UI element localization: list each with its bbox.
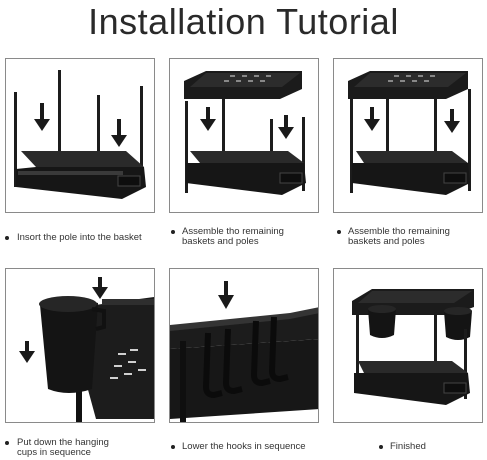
step-2-caption-line-1: Assemble tho remaining xyxy=(182,226,284,237)
down-arrow-icon xyxy=(34,103,50,131)
bullet-dot-icon xyxy=(337,230,341,234)
step-3-caption-line-1: Assemble tho remaining xyxy=(348,226,450,237)
down-arrow-icon xyxy=(218,281,234,309)
step-6-image xyxy=(333,268,483,423)
step-5-image xyxy=(169,268,319,423)
bullet-dot-icon xyxy=(171,230,175,234)
page-title: Installation Tutorial xyxy=(88,1,399,42)
down-arrow-icon xyxy=(444,109,460,133)
step-4-caption-line-1: Put down the hanging xyxy=(17,437,109,448)
down-arrow-icon xyxy=(200,107,216,131)
step-4-image xyxy=(5,268,155,423)
step-1-caption: Insort the pole into the basket xyxy=(17,232,142,243)
bullet-dot-icon xyxy=(5,441,9,445)
step-4-caption-line-2: cups in sequence xyxy=(17,447,91,458)
down-arrow-icon xyxy=(19,341,35,363)
step-3-caption-line-2: baskets and poles xyxy=(348,236,425,247)
step-2-caption-line-2: baskets and poles xyxy=(182,236,259,247)
down-arrow-icon xyxy=(111,119,127,147)
step-2-image xyxy=(169,58,319,213)
bullet-dot-icon xyxy=(171,445,175,449)
down-arrow-icon xyxy=(278,115,294,139)
bullet-dot-icon xyxy=(5,236,9,240)
down-arrow-icon xyxy=(364,107,380,131)
bullet-dot-icon xyxy=(379,445,383,449)
step-3-image xyxy=(333,58,483,213)
step-5-caption: Lower the hooks in sequence xyxy=(182,441,306,452)
down-arrow-icon xyxy=(92,277,108,299)
step-6-caption: Finished xyxy=(390,441,426,452)
step-1-image xyxy=(5,58,155,213)
